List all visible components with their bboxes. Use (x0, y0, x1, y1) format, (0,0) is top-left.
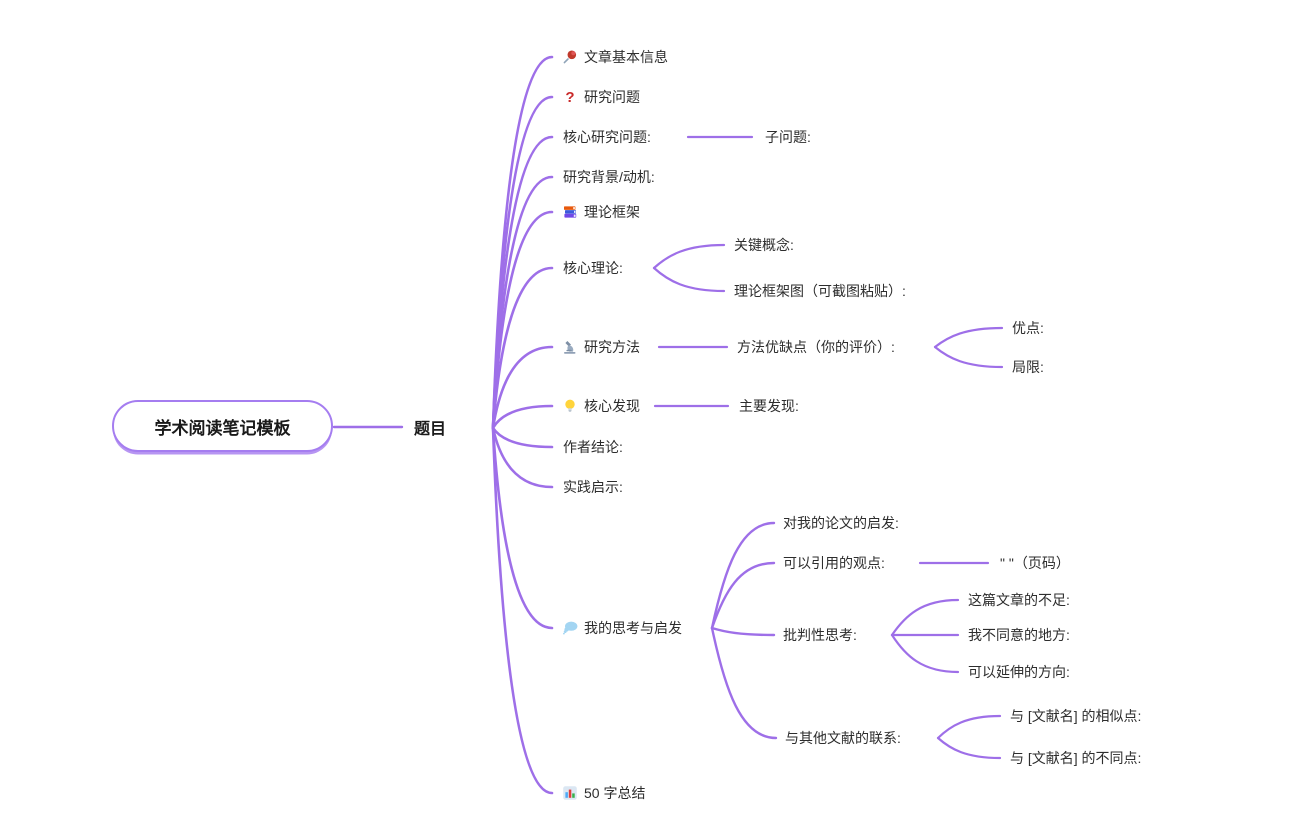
branch-connector (933, 345, 1004, 369)
node-method-pros-cons[interactable]: 方法优缺点（你的评价）: (737, 340, 895, 354)
node-50-word-summary[interactable]: 50 字总结 (562, 785, 645, 801)
branch-connector (491, 404, 554, 430)
node-label: 核心研究问题: (563, 129, 651, 145)
question-mark-icon: ? (562, 89, 578, 105)
node-similarities[interactable]: 与 [文献名] 的相似点: (1010, 709, 1141, 723)
node-core-theory[interactable]: 核心理论: (563, 261, 623, 275)
center-topic-label: 题目 (414, 421, 447, 438)
node-label: 与 [文献名] 的不同点: (1010, 750, 1142, 766)
node-label: 研究问题 (584, 89, 640, 105)
branch-connector (491, 426, 554, 795)
node-label: 作者结论: (563, 439, 623, 455)
node-practical-implications[interactable]: 实践启示: (563, 480, 623, 494)
bar-chart-icon (562, 785, 578, 801)
node-label: 可以引用的观点: (783, 555, 885, 571)
node-label: 与 [文献名] 的相似点: (1010, 708, 1142, 724)
root-topic[interactable]: 学术阅读笔记模板 (112, 400, 333, 452)
pushpin-icon (562, 49, 578, 65)
node-label: 对我的论文的启发: (783, 515, 899, 531)
node-label: 关键概念: (734, 237, 794, 253)
node-label: 理论框架图（可截图粘贴）: (734, 283, 906, 299)
microscope-icon (562, 339, 578, 355)
branch-connector (710, 521, 776, 630)
node-label: 局限: (1012, 359, 1044, 375)
root-topic-label: 学术阅读笔记模板 (154, 418, 291, 438)
node-label: 可以延伸的方向: (968, 664, 1070, 680)
node-label: 实践启示: (563, 479, 623, 495)
branch-connector (491, 345, 554, 430)
node-literature-connections[interactable]: 与其他文献的联系: (785, 731, 901, 745)
branch-connector (890, 633, 960, 674)
node-label: 优点: (1012, 320, 1044, 336)
node-differences[interactable]: 与 [文献名] 的不同点: (1010, 751, 1141, 765)
node-my-thoughts[interactable]: 我的思考与启发 (562, 620, 682, 636)
node-label: 子问题: (765, 129, 811, 145)
node-quotable-points[interactable]: 可以引用的观点: (783, 556, 885, 570)
node-label: 研究方法 (584, 339, 640, 355)
branch-connector (936, 714, 1002, 740)
node-research-question[interactable]: ? 研究问题 (562, 89, 640, 105)
node-key-concepts[interactable]: 关键概念: (734, 238, 794, 252)
node-research-method[interactable]: 研究方法 (562, 339, 640, 355)
branch-connector (491, 426, 554, 449)
books-icon (562, 204, 578, 220)
center-topic[interactable]: 题目 (414, 415, 446, 439)
node-core-findings[interactable]: 核心发现 (562, 398, 640, 414)
branch-connector (491, 426, 554, 630)
node-disagreements[interactable]: 我不同意的地方: (968, 628, 1070, 642)
node-article-shortcomings[interactable]: 这篇文章的不足: (968, 593, 1070, 607)
node-pros[interactable]: 优点: (1012, 321, 1044, 335)
node-label: 核心发现 (584, 398, 640, 414)
node-label: 方法优缺点（你的评价）: (737, 339, 895, 355)
node-author-conclusion[interactable]: 作者结论: (563, 440, 623, 454)
node-label: 我的思考与启发 (584, 620, 682, 636)
node-paper-inspiration[interactable]: 对我的论文的启发: (783, 516, 899, 530)
branch-connector (491, 426, 554, 489)
branch-connector (710, 626, 778, 740)
node-framework-diagram[interactable]: 理论框架图（可截图粘贴）: (734, 284, 906, 298)
node-label: " "（页码） (1000, 555, 1070, 571)
node-label: 50 字总结 (584, 785, 646, 801)
node-theoretical-framework[interactable]: 理论框架 (562, 204, 640, 220)
node-label: 这篇文章的不足: (968, 592, 1070, 608)
node-core-research-question[interactable]: 核心研究问题: (563, 130, 651, 144)
node-label: 主要发现: (739, 398, 799, 414)
node-label: 理论框架 (584, 204, 640, 220)
node-article-info[interactable]: 文章基本信息 (562, 49, 668, 65)
node-label: 文章基本信息 (584, 49, 668, 65)
node-label: 核心理论: (563, 260, 623, 276)
branch-connector (710, 626, 776, 637)
node-label: 与其他文献的联系: (785, 730, 901, 746)
node-label: 研究背景/动机: (563, 169, 655, 185)
svg-text:?: ? (565, 89, 574, 105)
node-quote-page[interactable]: " "（页码） (1000, 556, 1070, 570)
branch-connector (936, 736, 1002, 760)
node-sub-question[interactable]: 子问题: (765, 130, 811, 144)
branch-connector (491, 266, 554, 430)
branch-connector (890, 598, 960, 637)
branch-connector (491, 210, 554, 430)
node-extension-directions[interactable]: 可以延伸的方向: (968, 665, 1070, 679)
branch-connector (710, 561, 776, 630)
node-limitations[interactable]: 局限: (1012, 360, 1044, 374)
node-critical-thinking[interactable]: 批判性思考: (783, 628, 857, 642)
node-main-findings[interactable]: 主要发现: (739, 399, 799, 413)
node-background-motivation[interactable]: 研究背景/动机: (563, 170, 655, 184)
branch-connector (933, 326, 1004, 349)
branch-connector (652, 243, 726, 270)
branch-connector (652, 266, 726, 293)
bulb-icon (562, 398, 578, 414)
thought-balloon-icon (562, 620, 578, 636)
node-label: 批判性思考: (783, 627, 857, 643)
node-label: 我不同意的地方: (968, 627, 1070, 643)
